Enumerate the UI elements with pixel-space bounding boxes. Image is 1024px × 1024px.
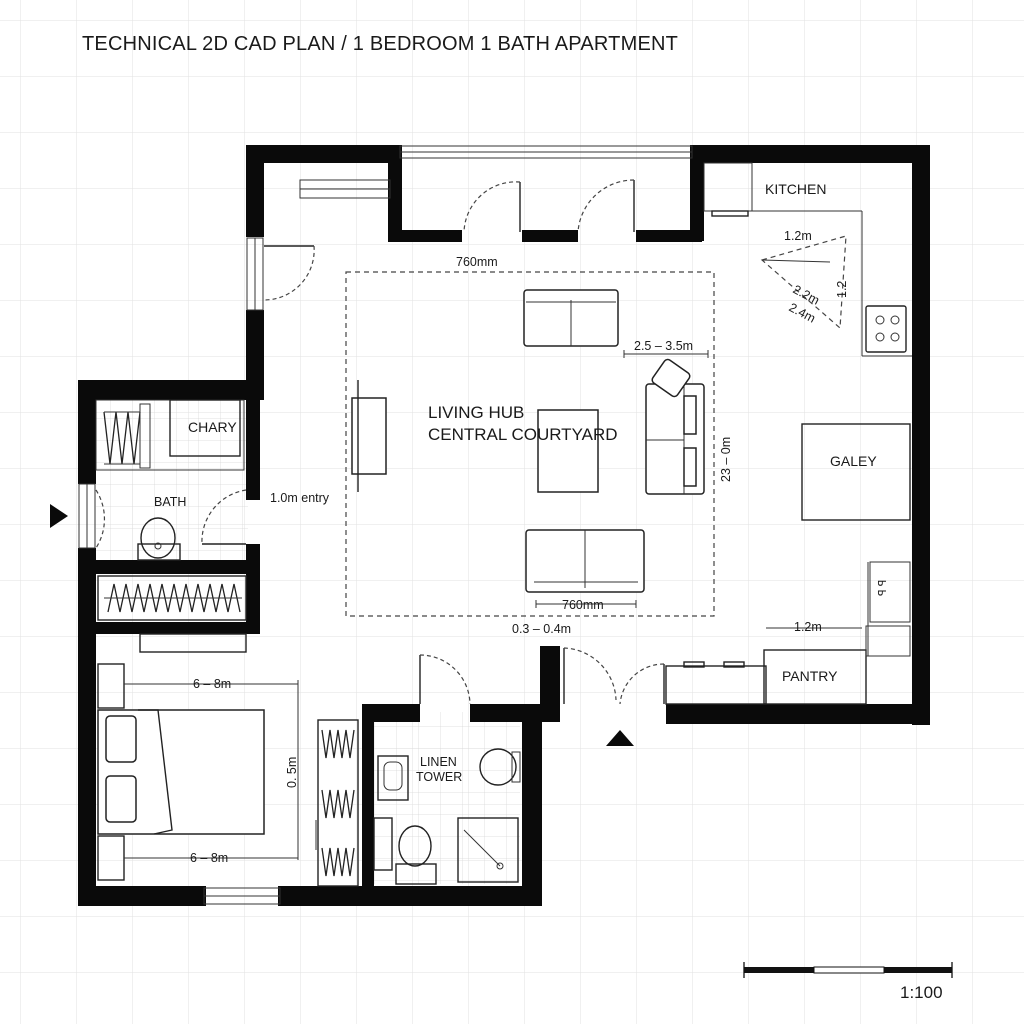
label-pantry: PANTRY [782, 668, 838, 684]
doors [95, 179, 665, 705]
dim-top-760: 760mm [456, 255, 498, 269]
cooktop-icon [865, 305, 907, 353]
windows [78, 145, 693, 905]
plan-title: TECHNICAL 2D CAD PLAN / 1 BEDROOM 1 BATH… [82, 33, 678, 55]
label-kitchen: KITCHEN [765, 181, 826, 197]
label-linen: LINEN [420, 755, 457, 769]
dim-bed-bottom: 6 – 8m [190, 851, 228, 865]
exterior-walls [78, 145, 930, 906]
wardrobe [317, 719, 359, 887]
dim-kitchen-top: 1.2m [784, 229, 812, 243]
label-chary: CHARY [188, 419, 237, 435]
label-bath: BATH [154, 495, 186, 509]
dimension-lines [124, 350, 862, 860]
linen-tile-floor [372, 712, 520, 884]
entry-arrow-left-icon [50, 504, 68, 528]
counter-code: ꟼ ꟼ [877, 580, 889, 596]
dim-kitchen-bottom: 1.2m [794, 620, 822, 634]
toilet-icon [140, 517, 176, 559]
linen-bathroom [373, 748, 521, 885]
label-galley: GALEY [830, 453, 877, 469]
label-living-hub: LIVING HUB [428, 403, 524, 422]
bath-tile-floor [96, 400, 248, 560]
dim-kitchen-side: 1.2 [835, 281, 849, 298]
tv-unit [351, 397, 387, 475]
dim-bottom-760: 760mm [562, 598, 604, 612]
scale-bar [743, 962, 953, 978]
bath-area [95, 399, 247, 653]
dim-sofa-range: 2.5 – 3.5m [634, 339, 693, 353]
scale-label: 1:100 [900, 983, 943, 1002]
entry-arrow-main-icon [606, 730, 634, 746]
kitchen-fixtures [665, 162, 912, 705]
dim-gap: 0.3 – 0.4m [512, 622, 571, 636]
linen-basin [479, 748, 517, 786]
bedroom [97, 663, 359, 887]
dim-entry: 1.0m entry [270, 491, 330, 505]
interior-walls [96, 400, 260, 634]
shower-tray [457, 817, 519, 883]
coffee-table [537, 409, 599, 493]
living-zone-outline [345, 271, 715, 617]
dim-side-23: 23 – 0m [719, 437, 733, 482]
galley-counter [801, 423, 911, 521]
dim-bed-top: 6 – 8m [193, 677, 231, 691]
label-tower: TOWER [416, 770, 462, 784]
dim-bed-side: 0. 5m [285, 757, 299, 788]
chary-cabinet [169, 399, 241, 457]
storage-cabinet [97, 575, 247, 621]
living-area [345, 271, 715, 617]
label-central-courtyard: CENTRAL COURTYARD [428, 425, 618, 444]
